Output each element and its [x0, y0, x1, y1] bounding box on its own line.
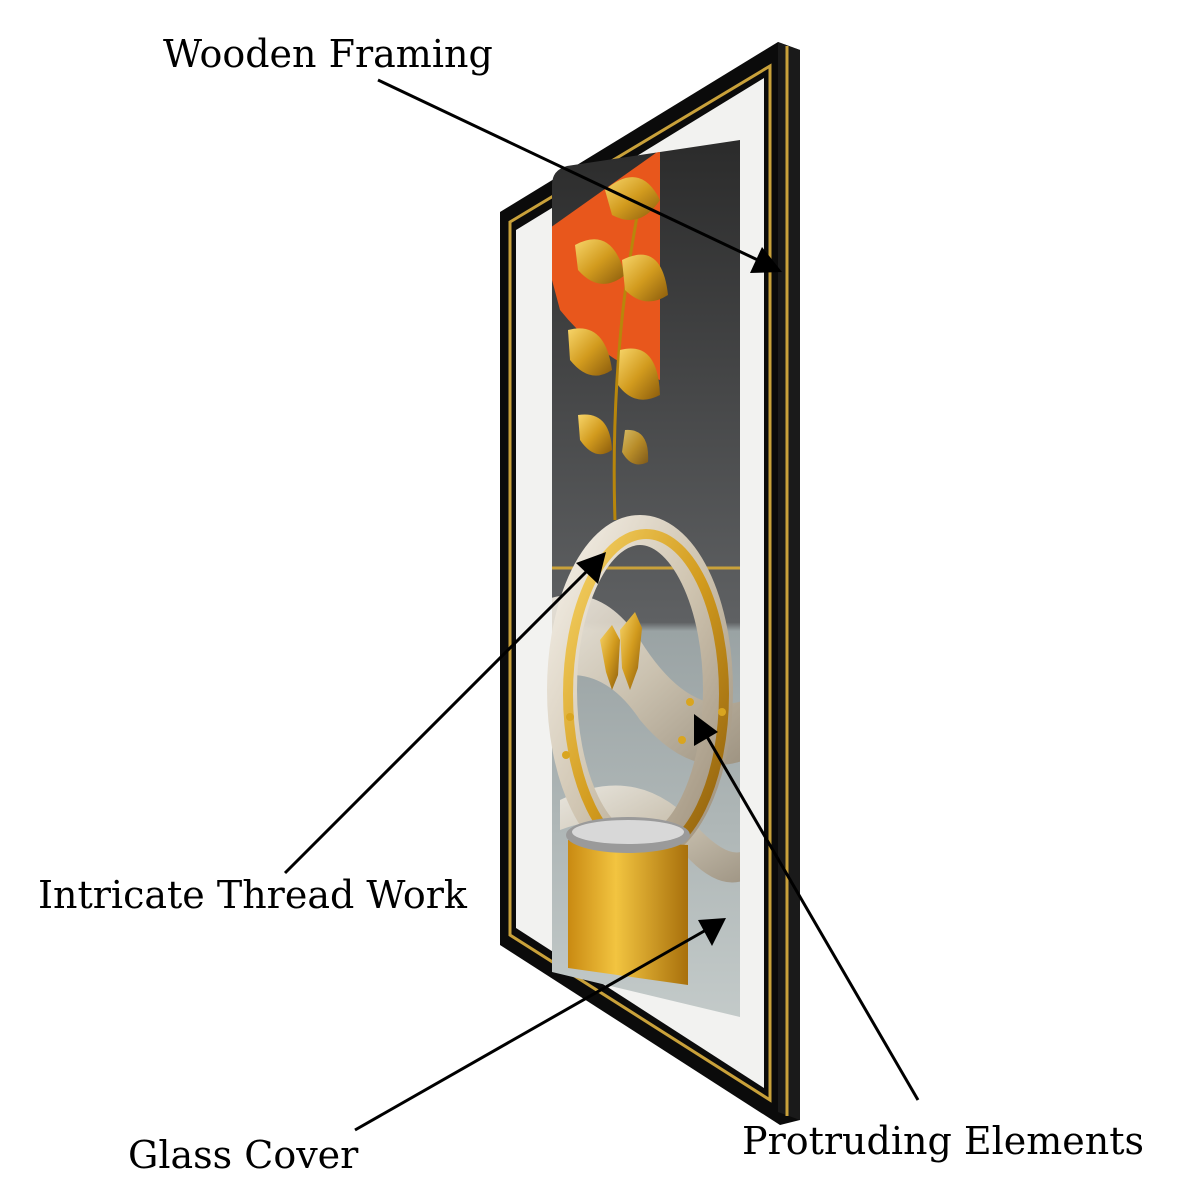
arrowhead-protruding — [694, 714, 718, 746]
callout-arrows — [283, 78, 920, 1132]
arrowhead-glass-cover — [698, 918, 726, 946]
arrowhead-thread-work — [576, 552, 606, 584]
deer-pair-icon — [600, 612, 642, 690]
label-protruding-elements: Protruding Elements — [742, 1119, 1145, 1163]
arrow-glass-cover — [354, 928, 707, 1132]
arrow-thread-work — [283, 564, 594, 875]
arrow-protruding — [704, 734, 920, 1101]
protruding-studs — [562, 698, 726, 759]
artwork-panel — [547, 140, 740, 1017]
label-glass-cover: Glass Cover — [128, 1133, 359, 1177]
arrow-wooden-framing — [377, 78, 763, 264]
label-wooden-framing: Wooden Framing — [163, 32, 493, 76]
ginkgo-leaves-icon — [568, 177, 668, 521]
golden-vase-icon — [566, 817, 690, 985]
label-intricate-thread-work: Intricate Thread Work — [38, 873, 467, 917]
arrowhead-wooden-framing — [750, 247, 782, 273]
